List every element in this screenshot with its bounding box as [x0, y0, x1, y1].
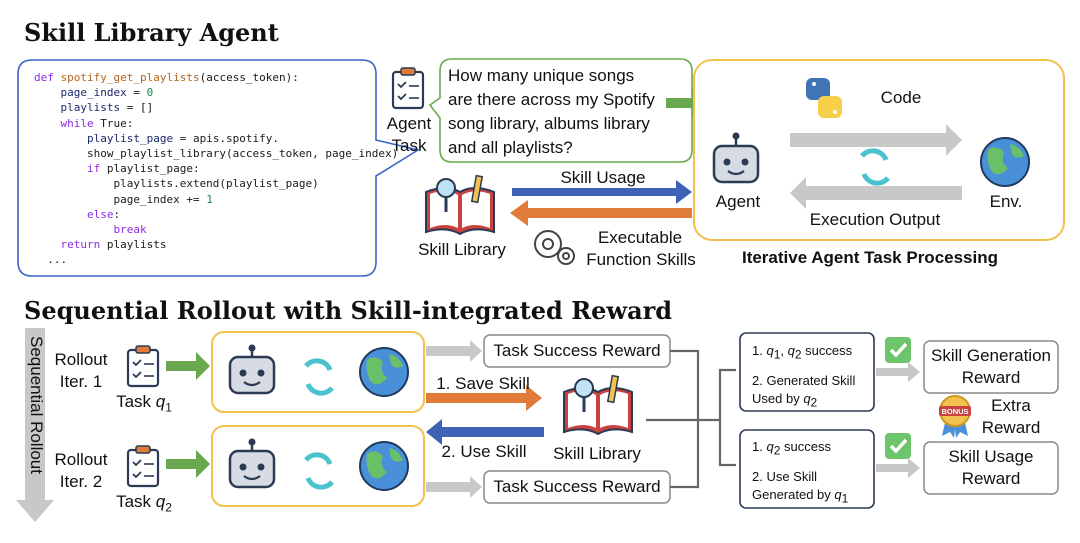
- code-label: Code: [880, 88, 922, 107]
- refresh-icon: [304, 452, 334, 490]
- gray-arrow-usage-reward: [876, 458, 920, 478]
- gray-arrow-reward2: [426, 476, 482, 498]
- rollout-1-line-2: Iter. 1: [59, 372, 103, 391]
- code-arrow: [790, 124, 962, 156]
- bracket-lines: [646, 349, 736, 489]
- extra-reward-line-2: Reward: [981, 418, 1041, 437]
- skill-usage-reward-line-1: Skill Usage: [948, 447, 1034, 466]
- agent-task-label-1: Agent: [386, 114, 432, 133]
- skill-generation-reward-box: [923, 340, 1059, 394]
- robot-icon: [712, 132, 760, 184]
- skill-generation-reward-line-1: Skill Generation: [930, 346, 1051, 365]
- check-icon: [885, 337, 911, 363]
- condition-1-text: 1. q1, q2 success 2. Generated Skill Use…: [752, 343, 856, 410]
- refresh-icon: [304, 358, 334, 396]
- green-arrow-row2: [166, 450, 210, 478]
- clipboard-icon: [126, 345, 160, 388]
- top-section-title: Skill Library Agent: [24, 18, 279, 47]
- agent-task-label-2: Task: [391, 136, 427, 155]
- execution-output-arrow: [790, 177, 962, 209]
- rollout-2-line-2: Iter. 2: [59, 472, 103, 491]
- execution-output-label: Execution Output: [809, 210, 941, 229]
- condition-box-2: [739, 429, 875, 509]
- bottom-section-title: Sequential Rollout with Skill-integrated…: [24, 296, 673, 325]
- refresh-icon: [860, 148, 890, 186]
- condition-2-text: 1. q2 success 2. Use Skill Generated by …: [752, 439, 849, 506]
- code-snippet: def spotify_get_playlists(access_token):…: [34, 71, 399, 267]
- iterative-caption: Iterative Agent Task Processing: [741, 248, 999, 267]
- gear-icon: [534, 230, 575, 265]
- code-bubble: [17, 59, 421, 277]
- skill-usage-arrow: [512, 180, 692, 204]
- sequential-rollout-arrow: [16, 328, 54, 522]
- book-icon: [425, 174, 495, 236]
- task-success-reward-1: Task Success Reward: [493, 341, 661, 360]
- sequential-rollout-label: Sequential Rollout: [27, 336, 46, 474]
- book-icon: [563, 374, 633, 436]
- gray-arrow-reward1: [426, 340, 482, 362]
- save-skill-label: 1. Save Skill: [436, 374, 530, 393]
- bonus-badge-icon: BONUS: [939, 395, 971, 438]
- task-q2-label: Task q2: [116, 492, 172, 515]
- condition-box-1: [739, 332, 875, 412]
- task-question: How many unique songs are there across m…: [448, 66, 655, 157]
- skill-library-label: Skill Library: [418, 240, 506, 259]
- skill-usage-reward-line-2: Reward: [961, 469, 1021, 488]
- bottom-skill-library-label: Skill Library: [553, 444, 641, 463]
- skill-generation-reward-line-2: Reward: [961, 368, 1021, 387]
- earth-icon: [980, 137, 1030, 187]
- skill-usage-reward-box: [923, 441, 1059, 495]
- robot-icon: [228, 344, 276, 395]
- rollout-1-line-1: Rollout: [54, 350, 108, 369]
- save-skill-arrow: [426, 385, 542, 411]
- agent-label: Agent: [715, 192, 761, 211]
- executable-label-2: Function Skills: [586, 250, 696, 269]
- rollout-2-line-1: Rollout: [54, 450, 108, 469]
- executable-label-1: Executable: [597, 228, 683, 247]
- question-bubble: [428, 58, 693, 163]
- check-icon: [885, 433, 911, 459]
- bonus-text: BONUS: [941, 407, 968, 416]
- task-success-reward-2: Task Success Reward: [493, 477, 661, 496]
- skill-usage-label: Skill Usage: [560, 168, 646, 187]
- clipboard-icon: [391, 67, 425, 110]
- use-skill-label: 2. Use Skill: [441, 442, 527, 461]
- green-arrow-row1: [166, 352, 210, 380]
- task-q1-label: Task q1: [116, 392, 172, 415]
- robot-icon: [228, 438, 276, 489]
- gray-arrow-gen-reward: [876, 362, 920, 382]
- clipboard-icon: [126, 445, 160, 488]
- env-label: Env.: [989, 192, 1023, 211]
- earth-icon: [359, 441, 409, 491]
- earth-icon: [359, 347, 409, 397]
- python-icon: [806, 78, 842, 118]
- extra-reward-line-1: Extra: [991, 396, 1031, 415]
- executable-skills-arrow: [510, 200, 692, 226]
- use-skill-arrow: [426, 419, 544, 445]
